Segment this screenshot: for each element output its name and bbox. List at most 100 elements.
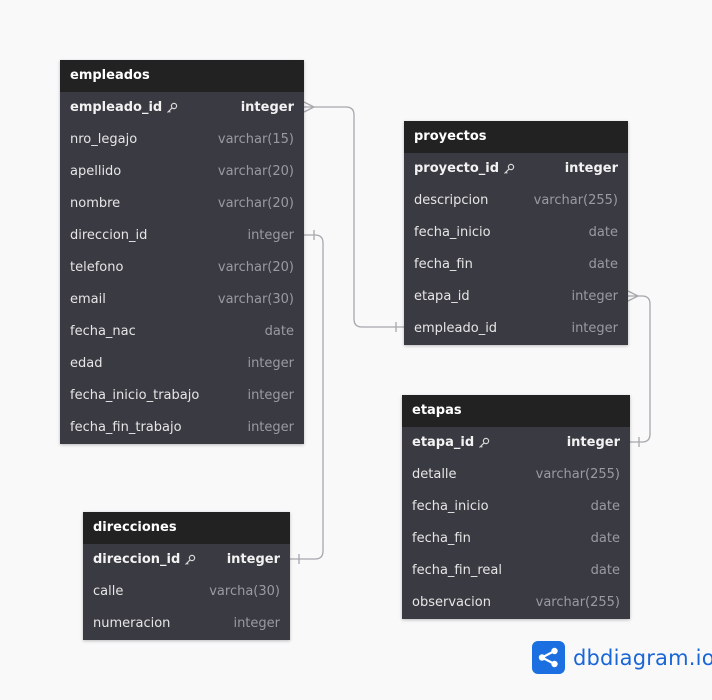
field-name-text: observacion bbox=[412, 595, 491, 610]
field-name-text: apellido bbox=[70, 164, 122, 179]
field-row[interactable]: fecha_nac date bbox=[60, 316, 304, 348]
field-row[interactable]: fecha_fin date bbox=[404, 249, 628, 281]
field-name: edad bbox=[70, 348, 102, 380]
field-name: fecha_fin bbox=[414, 249, 473, 281]
link-empleados-direcciones bbox=[290, 234, 324, 560]
field-row[interactable]: descripcion varchar(255) bbox=[404, 185, 628, 217]
field-row[interactable]: fecha_fin_real date bbox=[402, 555, 630, 587]
field-name: direccion_id bbox=[70, 220, 147, 252]
field-row[interactable]: fecha_fin date bbox=[402, 523, 630, 555]
field-name-text: edad bbox=[70, 356, 103, 371]
field-name-text: email bbox=[70, 292, 106, 307]
field-type: date bbox=[264, 324, 294, 339]
field-type: varchar(255) bbox=[535, 467, 620, 482]
field-name-text: detalle bbox=[412, 467, 457, 482]
field-row[interactable]: fecha_inicio date bbox=[402, 491, 630, 523]
field-name-text: numeracion bbox=[93, 616, 171, 631]
field-name: detalle bbox=[412, 459, 457, 491]
field-type: date bbox=[588, 257, 618, 272]
field-name: fecha_nac bbox=[70, 316, 136, 348]
field-type: varchar(20) bbox=[217, 260, 294, 275]
field-name: telefono bbox=[70, 252, 123, 284]
field-type: varcha(30) bbox=[209, 584, 280, 599]
field-type: varchar(30) bbox=[217, 292, 294, 307]
field-type: varchar(255) bbox=[533, 193, 618, 208]
field-row[interactable]: empleado_id integer bbox=[60, 92, 304, 124]
field-name-text: fecha_inicio bbox=[412, 499, 489, 514]
table-header[interactable]: proyectos bbox=[404, 121, 628, 153]
field-name-text: fecha_fin_trabajo bbox=[70, 420, 182, 435]
key-icon bbox=[479, 437, 490, 448]
field-type: integer bbox=[240, 100, 294, 115]
field-type: date bbox=[590, 499, 620, 514]
field-type: varchar(15) bbox=[217, 132, 294, 147]
field-name: fecha_inicio bbox=[414, 217, 491, 249]
field-name: nombre bbox=[70, 188, 120, 220]
field-name: fecha_fin bbox=[412, 523, 471, 555]
link-empleados-proyectos bbox=[304, 106, 404, 328]
field-name: proyecto_id bbox=[414, 153, 515, 185]
field-name: fecha_fin_real bbox=[412, 555, 502, 587]
field-type: date bbox=[590, 563, 620, 578]
field-name-text: fecha_fin_real bbox=[412, 563, 502, 578]
field-name: etapa_id bbox=[414, 281, 470, 313]
field-name: fecha_fin_trabajo bbox=[70, 412, 182, 444]
field-type: date bbox=[590, 531, 620, 546]
field-row[interactable]: telefono varchar(20) bbox=[60, 252, 304, 284]
field-type: integer bbox=[247, 388, 294, 403]
link-proyectos-etapas bbox=[628, 295, 651, 443]
field-name: descripcion bbox=[414, 185, 488, 217]
dbdiagram-logo[interactable]: dbdiagram.io bbox=[532, 641, 712, 674]
field-row[interactable]: nro_legajo varchar(15) bbox=[60, 124, 304, 156]
field-name-text: empleado_id bbox=[70, 100, 163, 115]
field-name: fecha_inicio_trabajo bbox=[70, 380, 199, 412]
field-name: nro_legajo bbox=[70, 124, 137, 156]
field-type: varchar(20) bbox=[217, 164, 294, 179]
field-name-text: descripcion bbox=[414, 193, 489, 208]
field-row[interactable]: fecha_inicio date bbox=[404, 217, 628, 249]
field-name: apellido bbox=[70, 156, 121, 188]
field-row[interactable]: fecha_inicio_trabajo integer bbox=[60, 380, 304, 412]
field-name-text: nro_legajo bbox=[70, 132, 138, 147]
field-name-text: direccion_id bbox=[93, 552, 181, 567]
field-type: integer bbox=[571, 289, 618, 304]
field-name: email bbox=[70, 284, 106, 316]
field-type: date bbox=[588, 225, 618, 240]
field-row[interactable]: email varchar(30) bbox=[60, 284, 304, 316]
field-name: etapa_id bbox=[412, 427, 490, 459]
key-icon bbox=[185, 554, 196, 565]
field-name-text: nombre bbox=[70, 196, 121, 211]
field-name-text: empleado_id bbox=[414, 321, 498, 336]
field-name-text: direccion_id bbox=[70, 228, 148, 243]
field-type: integer bbox=[564, 161, 618, 176]
field-type: varchar(20) bbox=[217, 196, 294, 211]
crowfoot-proyectos-etapa-id bbox=[627, 290, 640, 302]
field-row[interactable]: proyecto_id integer bbox=[404, 153, 628, 185]
field-row[interactable]: nombre varchar(20) bbox=[60, 188, 304, 220]
field-row[interactable]: detalle varchar(255) bbox=[402, 459, 630, 491]
field-row[interactable]: etapa_id integer bbox=[404, 281, 628, 313]
field-name-text: fecha_inicio bbox=[414, 225, 491, 240]
field-name: observacion bbox=[412, 587, 491, 619]
table-header[interactable]: empleados bbox=[60, 60, 304, 92]
field-row[interactable]: apellido varchar(20) bbox=[60, 156, 304, 188]
field-name: fecha_inicio bbox=[412, 491, 489, 523]
table-header[interactable]: direcciones bbox=[83, 512, 290, 544]
field-name: empleado_id bbox=[414, 313, 497, 345]
table-header[interactable]: etapas bbox=[402, 395, 630, 427]
logo-text: dbdiagram.io bbox=[573, 645, 712, 670]
